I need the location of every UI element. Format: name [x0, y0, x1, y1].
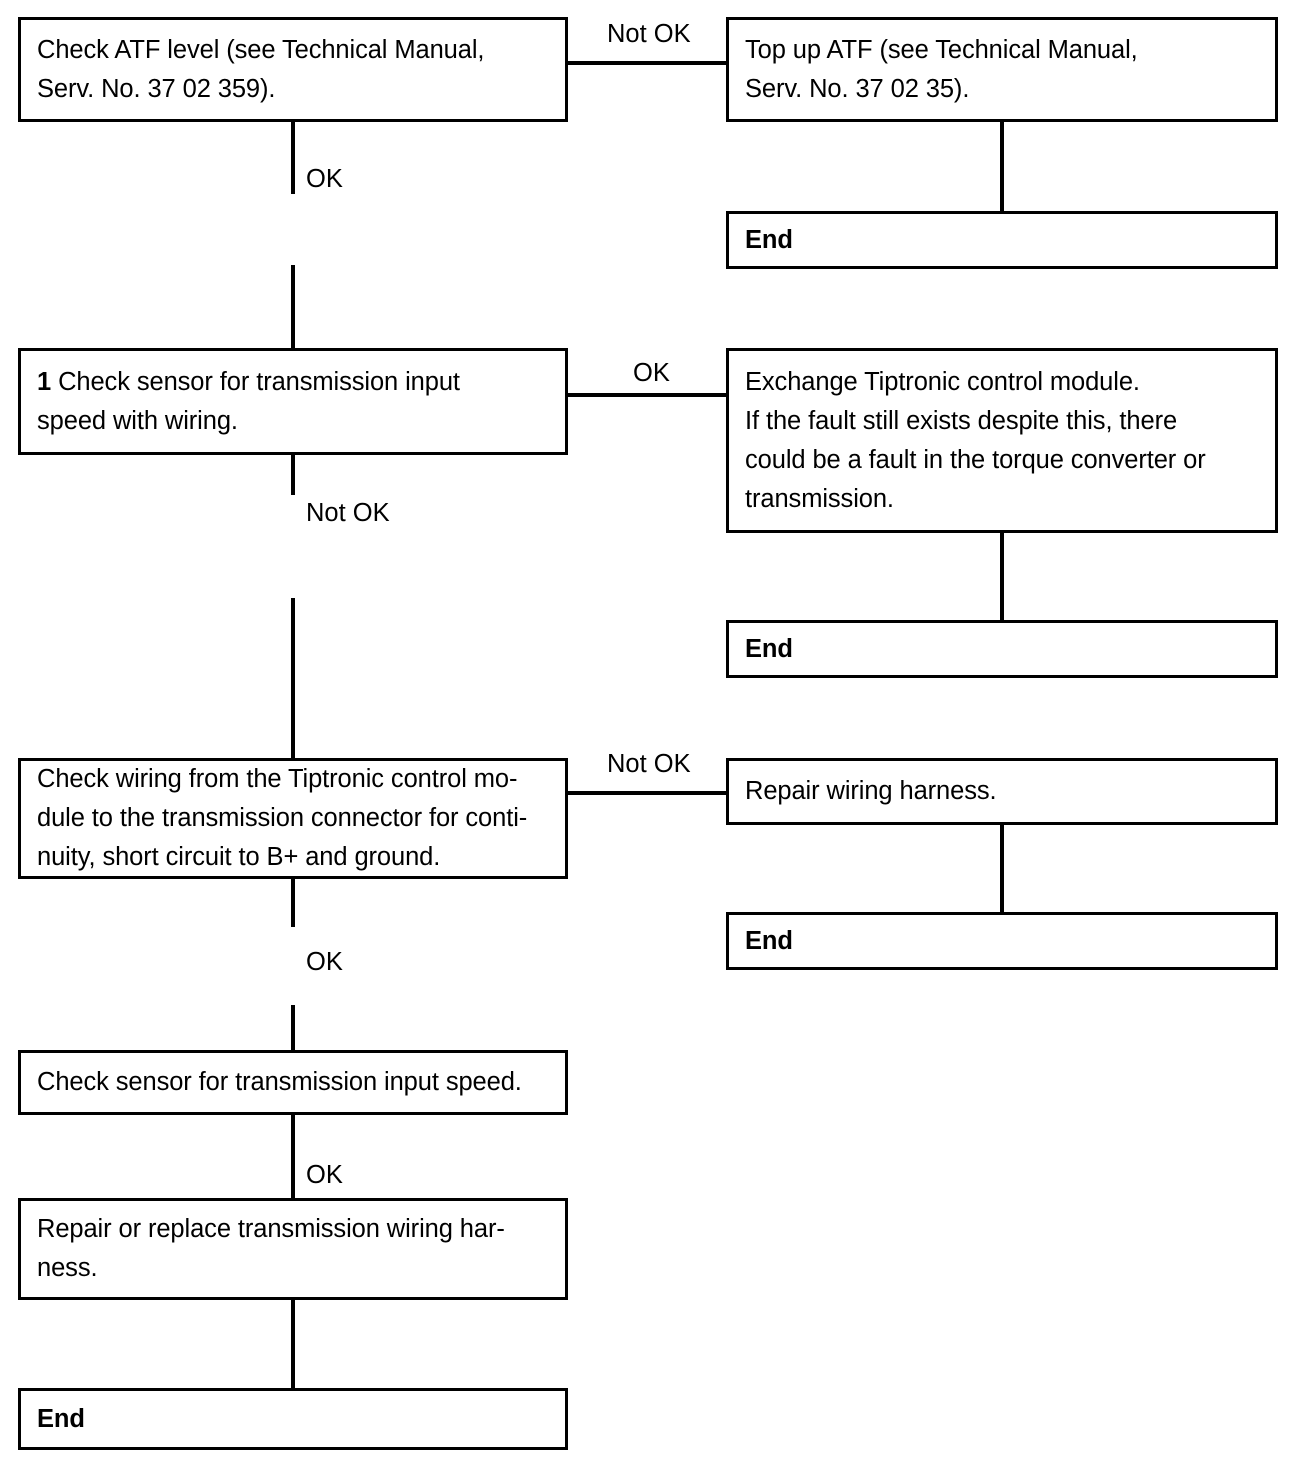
node-text-line: Exchange Tiptronic control module. — [745, 367, 1140, 396]
node-text-line: transmission. — [745, 484, 894, 513]
node-text-line: 1 Check sensor for transmission input — [37, 363, 549, 402]
node-end-1[interactable]: End — [726, 211, 1278, 269]
node-text-line: End — [745, 634, 793, 663]
node-text-line: End — [745, 225, 793, 254]
node-check-atf-level[interactable]: Check ATF level (see Technical Manual, S… — [18, 17, 568, 122]
node-text-line: If the fault still exists despite this, … — [745, 406, 1178, 435]
node-step-number: 1 — [37, 367, 59, 396]
node-text-line: Check sensor for transmission input spee… — [37, 1068, 522, 1096]
edge-atf-down-upper — [291, 122, 295, 194]
edge-sensor-to-exchange — [568, 393, 726, 397]
node-top-up-atf[interactable]: Top up ATF (see Technical Manual, Serv. … — [726, 17, 1278, 122]
edge-topup-to-end1 — [1000, 122, 1004, 211]
edge-wiring-down-upper — [291, 879, 295, 927]
edge-repair-to-end3 — [1000, 825, 1004, 912]
edge-label-sensor-ok: OK — [633, 359, 670, 387]
edge-label-wiring-not-ok: Not OK — [607, 750, 691, 778]
node-text-line: Serv. No. 37 02 35). — [745, 74, 970, 103]
edge-exchange-to-end2 — [1000, 533, 1004, 620]
edge-label-sensor-not-ok: Not OK — [306, 499, 390, 527]
edge-sensor-down-lower — [291, 598, 295, 758]
node-text-line: dule to the transmission connector for c… — [37, 804, 528, 832]
edge-inputspeed-to-repairreplace — [291, 1115, 295, 1198]
node-text-line: Check wiring from the Tiptronic control … — [37, 765, 518, 793]
node-text-line: Repair or replace transmission wiring ha… — [37, 1215, 505, 1243]
node-text-line: End — [745, 926, 793, 955]
node-text-line: Repair wiring harness. — [745, 777, 997, 805]
node-repair-replace-harness[interactable]: Repair or replace transmission wiring ha… — [18, 1198, 568, 1300]
edge-atf-down-lower — [291, 265, 295, 348]
node-step-text: Check sensor for transmission input — [58, 367, 460, 396]
edge-atf-to-topup — [568, 61, 726, 65]
node-text-line: nuity, short circuit to B+ and ground. — [37, 843, 441, 871]
node-text-line: Top up ATF (see Technical Manual, — [745, 35, 1138, 64]
node-text-line: could be a fault in the torque converter… — [745, 445, 1206, 474]
edge-repairreplace-to-end4 — [291, 1300, 295, 1388]
edge-label-input-speed-ok: OK — [306, 1161, 343, 1189]
node-text-line: Check ATF level (see Technical Manual, — [37, 35, 485, 64]
node-end-4[interactable]: End — [18, 1388, 568, 1450]
node-repair-wiring-harness[interactable]: Repair wiring harness. — [726, 758, 1278, 825]
node-text-line: Serv. No. 37 02 359). — [37, 74, 276, 103]
edge-wiring-to-repair — [568, 791, 726, 795]
node-text-line: speed with wiring. — [37, 406, 238, 435]
edge-label-atf-ok: OK — [306, 165, 343, 193]
edge-label-wiring-ok: OK — [306, 948, 343, 976]
edge-sensor-down-upper — [291, 455, 295, 495]
node-exchange-tiptronic[interactable]: Exchange Tiptronic control module. If th… — [726, 348, 1278, 533]
node-check-sensor-with-wiring[interactable]: 1 Check sensor for transmission input sp… — [18, 348, 568, 455]
node-end-3[interactable]: End — [726, 912, 1278, 970]
node-end-2[interactable]: End — [726, 620, 1278, 678]
edge-wiring-down-lower — [291, 1005, 295, 1050]
node-check-sensor-input-speed[interactable]: Check sensor for transmission input spee… — [18, 1050, 568, 1115]
edge-label-atf-not-ok: Not OK — [607, 20, 691, 48]
node-text-line: End — [37, 1404, 85, 1433]
node-text-line: ness. — [37, 1254, 98, 1282]
node-check-wiring-continuity[interactable]: Check wiring from the Tiptronic control … — [18, 758, 568, 879]
